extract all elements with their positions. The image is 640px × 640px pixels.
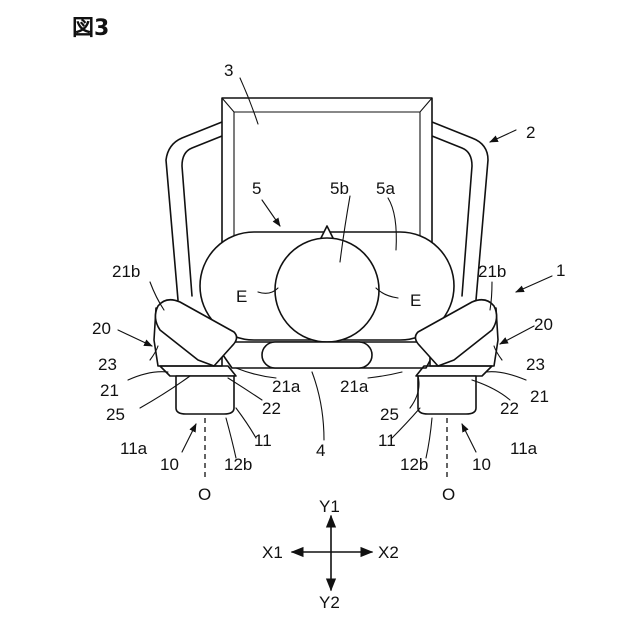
label-12b-right: 12b xyxy=(400,455,428,474)
label-21-left: 21 xyxy=(100,381,119,400)
label-23-left: 23 xyxy=(98,355,117,374)
label-20-right: 20 xyxy=(534,315,553,334)
label-11a-left: 11a xyxy=(120,439,148,458)
axis-label-y1: Y1 xyxy=(319,497,340,516)
label-21-right: 21 xyxy=(530,387,549,406)
arrow-to-20-left xyxy=(118,330,152,346)
label-e-left: E xyxy=(236,287,247,306)
lower-tray-slot-4 xyxy=(262,342,372,368)
label-5a: 5a xyxy=(376,179,395,198)
label-11-right: 11 xyxy=(378,431,396,450)
arrow-to-2 xyxy=(490,130,516,142)
axis-label-y2: Y2 xyxy=(319,593,340,612)
right-support-lower-edge xyxy=(416,366,492,376)
label-3: 3 xyxy=(224,61,233,80)
label-23-right: 23 xyxy=(526,355,545,374)
label-21b-left: 21b xyxy=(112,262,140,281)
left-wheel-11 xyxy=(176,376,234,414)
label-10-right: 10 xyxy=(472,455,491,474)
label-21a-right: 21a xyxy=(340,377,369,396)
arrow-to-20-right xyxy=(500,326,534,344)
figure-title: 図3 xyxy=(72,16,109,41)
axis-label-x1: X1 xyxy=(262,543,283,562)
direction-indicator: Y1 Y2 X1 X2 xyxy=(262,497,399,612)
axis-label-x2: X2 xyxy=(378,543,399,562)
label-25-left: 25 xyxy=(106,405,125,424)
label-e-right: E xyxy=(410,291,421,310)
right-wheel-11 xyxy=(418,376,476,414)
label-5: 5 xyxy=(252,179,261,198)
label-12b-left: 12b xyxy=(224,455,252,474)
label-5b: 5b xyxy=(330,179,349,198)
label-11-left: 11 xyxy=(254,431,272,450)
label-21b-right: 21b xyxy=(478,262,506,281)
label-20-left: 20 xyxy=(92,319,111,338)
arrow-to-10-right xyxy=(462,424,476,452)
label-25-right: 25 xyxy=(380,405,399,424)
arrow-to-1 xyxy=(516,276,552,292)
arrow-to-10-left xyxy=(182,424,196,452)
label-o-right: O xyxy=(442,485,455,504)
cushion-center-disc xyxy=(275,238,379,342)
label-2: 2 xyxy=(526,123,535,142)
label-4: 4 xyxy=(316,441,325,460)
left-support-lower-edge xyxy=(160,366,236,376)
label-22-left: 22 xyxy=(262,399,281,418)
label-10-left: 10 xyxy=(160,455,179,474)
label-22-right: 22 xyxy=(500,399,519,418)
label-1: 1 xyxy=(556,261,565,280)
label-21a-left: 21a xyxy=(272,377,301,396)
label-11a-right: 11a xyxy=(510,439,538,458)
label-o-left: O xyxy=(198,485,211,504)
